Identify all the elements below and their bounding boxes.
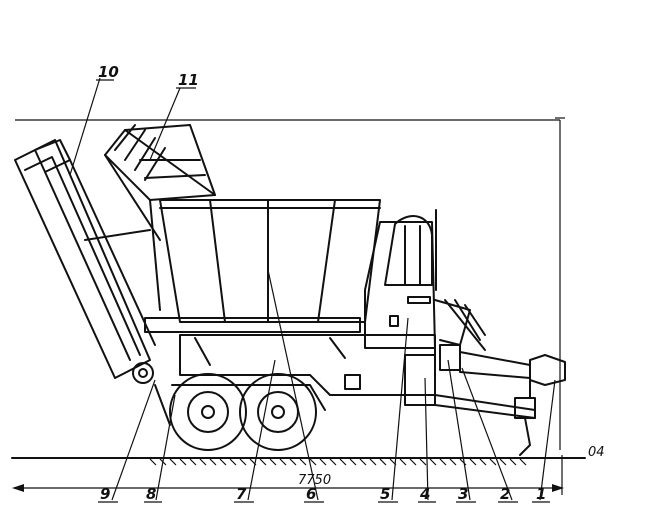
ground-line bbox=[11, 457, 586, 466]
callouts: 10 11 9 8 7 6 5 4 3 2 bbox=[69, 63, 556, 503]
engine-housing bbox=[364, 209, 437, 349]
side-mark: 04 bbox=[588, 445, 605, 460]
callout-1: 1 bbox=[536, 485, 546, 503]
callout-5: 5 bbox=[380, 485, 390, 503]
hopper-body bbox=[144, 199, 381, 333]
callout-8: 8 bbox=[146, 485, 156, 503]
callout-9: 9 bbox=[100, 485, 110, 503]
callout-3: 3 bbox=[458, 485, 468, 503]
dimension-line: 7750 04 bbox=[12, 445, 605, 495]
unloading-conveyor bbox=[14, 139, 171, 426]
callout-2: 2 bbox=[500, 485, 510, 503]
callout-7: 7 bbox=[236, 485, 247, 503]
callout-11: 11 bbox=[178, 71, 199, 89]
loading-elevator bbox=[84, 124, 216, 311]
drawbar bbox=[434, 299, 566, 456]
callout-6: 6 bbox=[306, 485, 316, 503]
callout-10: 10 bbox=[98, 63, 119, 81]
overall-length-label: 7750 bbox=[298, 473, 331, 488]
reference-lines bbox=[15, 117, 565, 450]
callout-4: 4 bbox=[419, 485, 430, 503]
wheels bbox=[169, 373, 326, 451]
chassis bbox=[179, 334, 436, 406]
